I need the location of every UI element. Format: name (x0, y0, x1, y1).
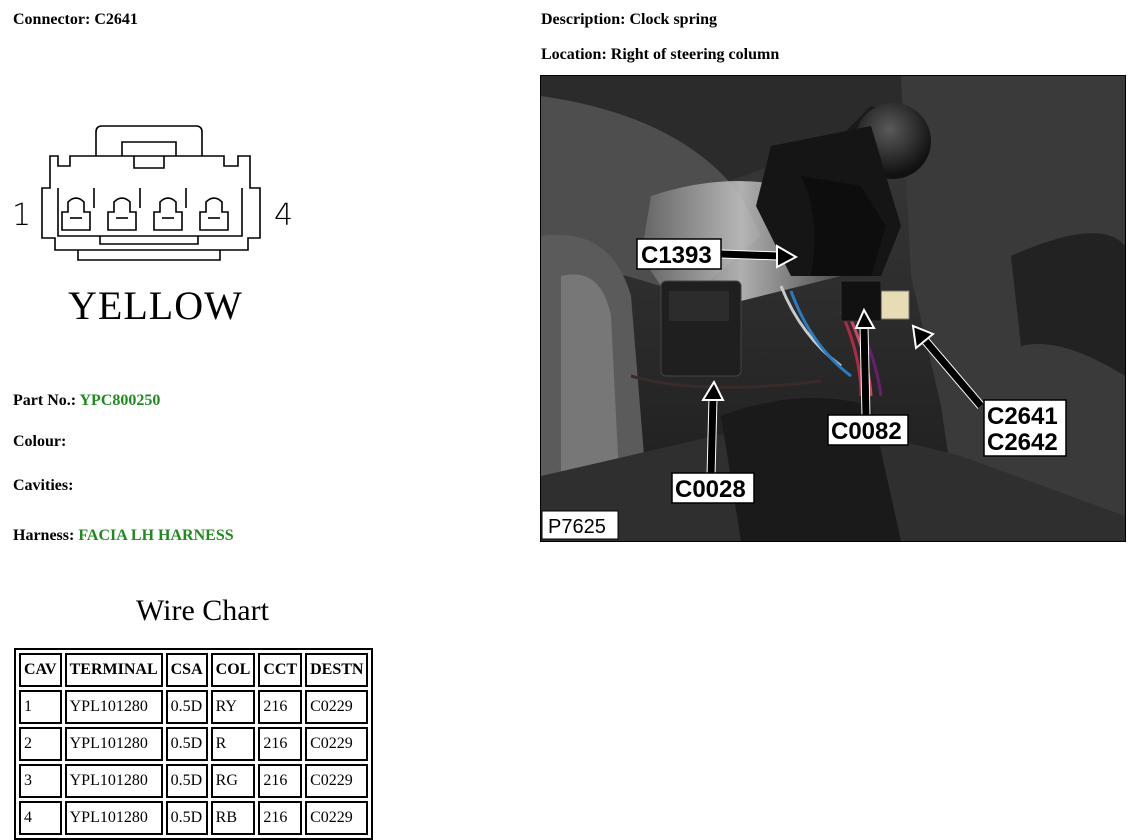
cell-terminal: YPL101280 (64, 690, 163, 724)
callout-c1393: C1393 (636, 238, 722, 270)
callout-c0082: C0082 (827, 414, 909, 446)
pin-4-label: 4 (274, 198, 294, 233)
cell-cct: 216 (258, 801, 303, 835)
cell-csa: 0.5D (165, 727, 208, 761)
cell-destn: C0229 (305, 764, 369, 798)
callout-arrows (701, 244, 985, 477)
description-line: Description: Clock spring (541, 11, 717, 29)
cell-cct: 216 (258, 690, 303, 724)
cell-terminal: YPL101280 (64, 801, 163, 835)
callout-c2641-c2642: C2641 C2642 (983, 399, 1067, 457)
cell-col: RY (210, 690, 256, 724)
cell-cct: 216 (258, 727, 303, 761)
cell-cav: 3 (19, 764, 62, 798)
part-no-line: Part No.: YPC800250 (13, 392, 160, 410)
description-label: Description: (541, 11, 626, 28)
harness-label: Harness: (13, 527, 75, 544)
pin-1-label: 1 (12, 198, 32, 233)
table-row: 2 YPL101280 0.5D R 216 C0229 (19, 727, 369, 761)
header-csa: CSA (165, 653, 208, 687)
photo-reference-text: P7625 (548, 516, 606, 538)
callout-c0028-text: C0028 (675, 476, 746, 503)
cell-destn: C0229 (305, 690, 369, 724)
table-row: 3 YPL101280 0.5D RG 216 C0229 (19, 764, 369, 798)
header-terminal: TERMINAL (64, 653, 163, 687)
cell-cav: 1 (19, 690, 62, 724)
cell-csa: 0.5D (165, 690, 208, 724)
connector-face-drawing (41, 125, 261, 261)
connector-value: C2641 (94, 11, 138, 28)
cell-terminal: YPL101280 (64, 764, 163, 798)
cell-destn: C0229 (305, 801, 369, 835)
description-value: Clock spring (629, 11, 718, 28)
callout-c0028: C0028 (671, 472, 755, 504)
header-col: COL (210, 653, 256, 687)
cell-col: RB (210, 801, 256, 835)
cell-cav: 4 (19, 801, 62, 835)
cell-cct: 216 (258, 764, 303, 798)
harness-value: FACIA LH HARNESS (78, 527, 234, 544)
cavities-label: Cavities: (13, 477, 74, 494)
wire-chart-table: CAV TERMINAL CSA COL CCT DESTN 1 YPL1012… (14, 648, 374, 840)
callout-c1393-text: C1393 (641, 242, 712, 269)
location-value: Right of steering column (610, 46, 780, 63)
header-cct: CCT (258, 653, 303, 687)
callout-c2641-text: C2641 (987, 403, 1058, 430)
colour-label: Colour: (13, 433, 67, 450)
header-cav: CAV (19, 653, 62, 687)
part-no-label: Part No.: (13, 392, 77, 409)
connector-colour-text: YELLOW (68, 283, 243, 328)
colour-line: Colour: (13, 433, 66, 451)
connector-line: Connector: C2641 (13, 11, 138, 29)
cell-csa: 0.5D (165, 764, 208, 798)
harness-line: Harness: FACIA LH HARNESS (13, 527, 234, 545)
cell-destn: C0229 (305, 727, 369, 761)
location-label: Location: (541, 46, 607, 63)
wire-chart-title: Wire Chart (136, 594, 269, 627)
photo-reference: P7625 (541, 510, 619, 540)
table-row: 1 YPL101280 0.5D RY 216 C0229 (19, 690, 369, 724)
cell-col: R (210, 727, 256, 761)
callout-c0082-text: C0082 (831, 418, 902, 445)
location-line: Location: Right of steering column (541, 46, 779, 64)
part-no-value: YPC800250 (79, 392, 161, 409)
cell-col: RG (210, 764, 256, 798)
table-header-row: CAV TERMINAL CSA COL CCT DESTN (19, 653, 369, 687)
cavities-line: Cavities: (13, 477, 73, 495)
callout-c2642-text: C2642 (987, 429, 1058, 456)
location-photo: C1393 C0028 C0082 C2641 C2642 P7625 (540, 75, 1126, 542)
header-destn: DESTN (305, 653, 369, 687)
cell-cav: 2 (19, 727, 62, 761)
location-photo-drawing: C1393 C0028 C0082 C2641 C2642 P7625 (541, 76, 1125, 541)
table-row: 4 YPL101280 0.5D RB 216 C0229 (19, 801, 369, 835)
cell-csa: 0.5D (165, 801, 208, 835)
connector-diagram: 1 4 YELLOW (10, 118, 300, 338)
connector-label: Connector: (13, 11, 91, 28)
cavity-1 (61, 197, 91, 231)
cell-terminal: YPL101280 (64, 727, 163, 761)
